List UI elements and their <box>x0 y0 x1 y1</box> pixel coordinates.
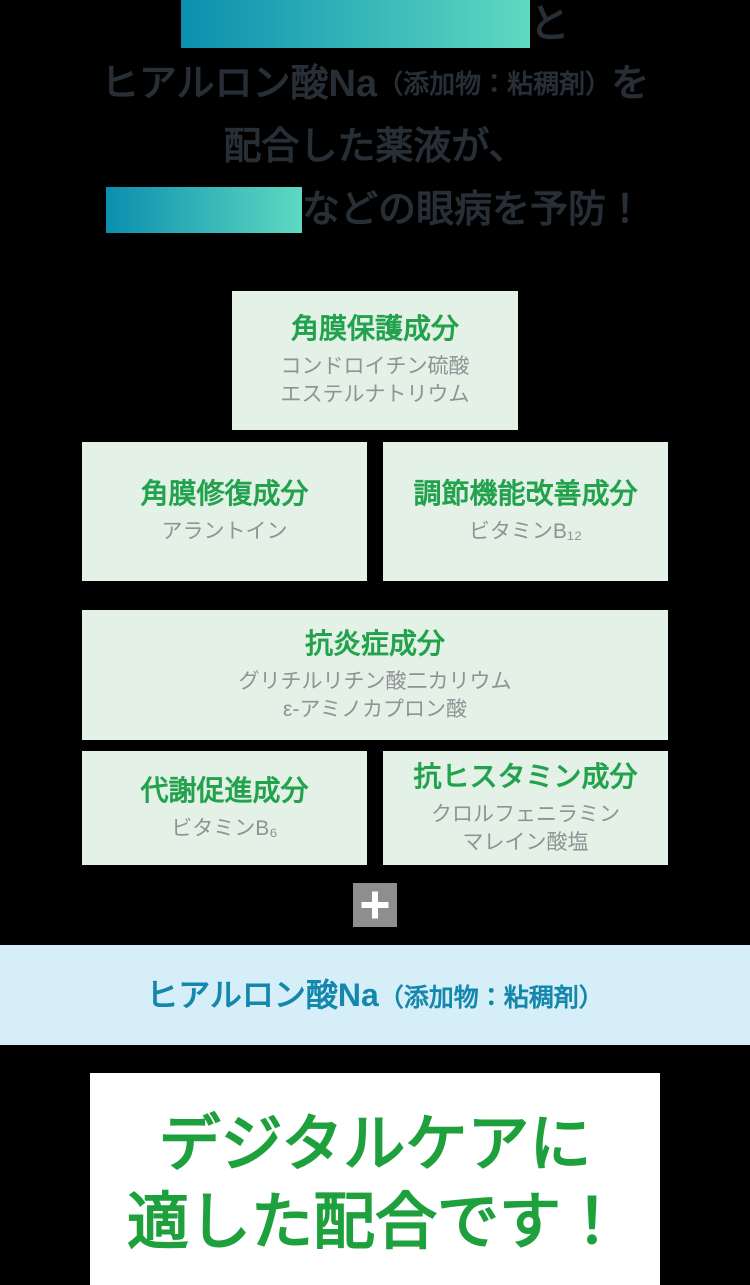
ingredient-row-4: 代謝促進成分 ビタミンB₆ 抗ヒスタミン成分 クロルフェニラミン マレイン酸塩 <box>82 751 668 865</box>
ingredient-name: エステルナトリウム <box>280 383 470 406</box>
ingredient-name: グリチルリチン酸二カリウム <box>238 669 512 693</box>
ingredient-name: ビタミンB₁₂ <box>468 520 583 543</box>
ingredient-name: ε-アミノカプロン酸 <box>283 697 467 721</box>
additive-name: ヒアルロン酸Na <box>146 977 379 1013</box>
hero-line-1: と <box>0 0 750 48</box>
ingredient-card-antihistamine: 抗ヒスタミン成分 クロルフェニラミン マレイン酸塩 <box>383 751 668 865</box>
ingredient-name: ビタミンB₆ <box>171 816 278 840</box>
ingredient-name: クロルフェニラミン <box>431 802 620 826</box>
hero-section: と ヒアルロン酸Na（添加物：粘稠剤）を 配合した薬液が、 などの眼病を予防！ <box>0 0 750 233</box>
hero-line1-suffix: と <box>529 2 570 46</box>
ingredient-title: 角膜修復成分 <box>140 478 309 509</box>
ingredient-card-focus-improvement: 調節機能改善成分 ビタミンB₁₂ <box>383 442 668 581</box>
ingredient-name: マレイン酸塩 <box>462 830 589 854</box>
ingredient-title: 角膜保護成分 <box>290 313 459 344</box>
ingredients-section: 角膜保護成分 コンドロイチン硫酸 エステルナトリウム 角膜修復成分 アラントイン… <box>82 291 668 865</box>
hero-line-3: 配合した薬液が、 <box>0 124 750 170</box>
additive-note: （添加物：粘稠剤） <box>378 984 604 1012</box>
ingredient-name: アラントイン <box>161 520 288 543</box>
hero-line2-main: ヒアルロン酸Na <box>100 63 378 105</box>
hero-line3-text: 配合した薬液が、 <box>223 126 527 168</box>
ingredient-row-2: 角膜修復成分 アラントイン 調節機能改善成分 ビタミンB₁₂ <box>82 442 668 581</box>
footer-message-box: デジタルケアに 適した配合です！ <box>90 1073 660 1285</box>
ingredient-title: 調節機能改善成分 <box>413 478 638 509</box>
hero-line-4: などの眼病を予防！ <box>0 187 750 233</box>
ingredient-card-metabolism-promotion: 代謝促進成分 ビタミンB₆ <box>82 751 367 865</box>
ingredient-title: 抗ヒスタミン成分 <box>413 760 638 792</box>
footer-message-line2: 適した配合です！ <box>126 1185 623 1258</box>
plus-band <box>0 865 750 945</box>
gradient-highlight-box <box>105 187 302 233</box>
ingredient-card-anti-inflammatory: 抗炎症成分 グリチルリチン酸二カリウム ε-アミノカプロン酸 <box>82 610 668 740</box>
hero-line-2: ヒアルロン酸Na（添加物：粘稠剤）を <box>0 61 750 107</box>
ingredient-name: コンドロイチン硫酸 <box>280 355 470 378</box>
ingredient-card-corneal-repair: 角膜修復成分 アラントイン <box>82 442 367 581</box>
hero-line4-suffix: などの眼病を予防！ <box>301 189 644 231</box>
additive-bar: ヒアルロン酸Na（添加物：粘稠剤） <box>0 945 750 1045</box>
footer-message-line1: デジタルケアに <box>158 1107 592 1180</box>
ingredient-title: 代謝促進成分 <box>140 774 309 806</box>
hero-line2-paren: （添加物：粘稠剤） <box>377 69 612 99</box>
ingredient-title: 抗炎症成分 <box>304 627 445 659</box>
hero-line2-suffix: を <box>611 63 650 105</box>
gradient-highlight-box <box>180 0 530 48</box>
plus-icon <box>353 883 397 927</box>
ingredient-card-corneal-protection: 角膜保護成分 コンドロイチン硫酸 エステルナトリウム <box>232 291 518 430</box>
